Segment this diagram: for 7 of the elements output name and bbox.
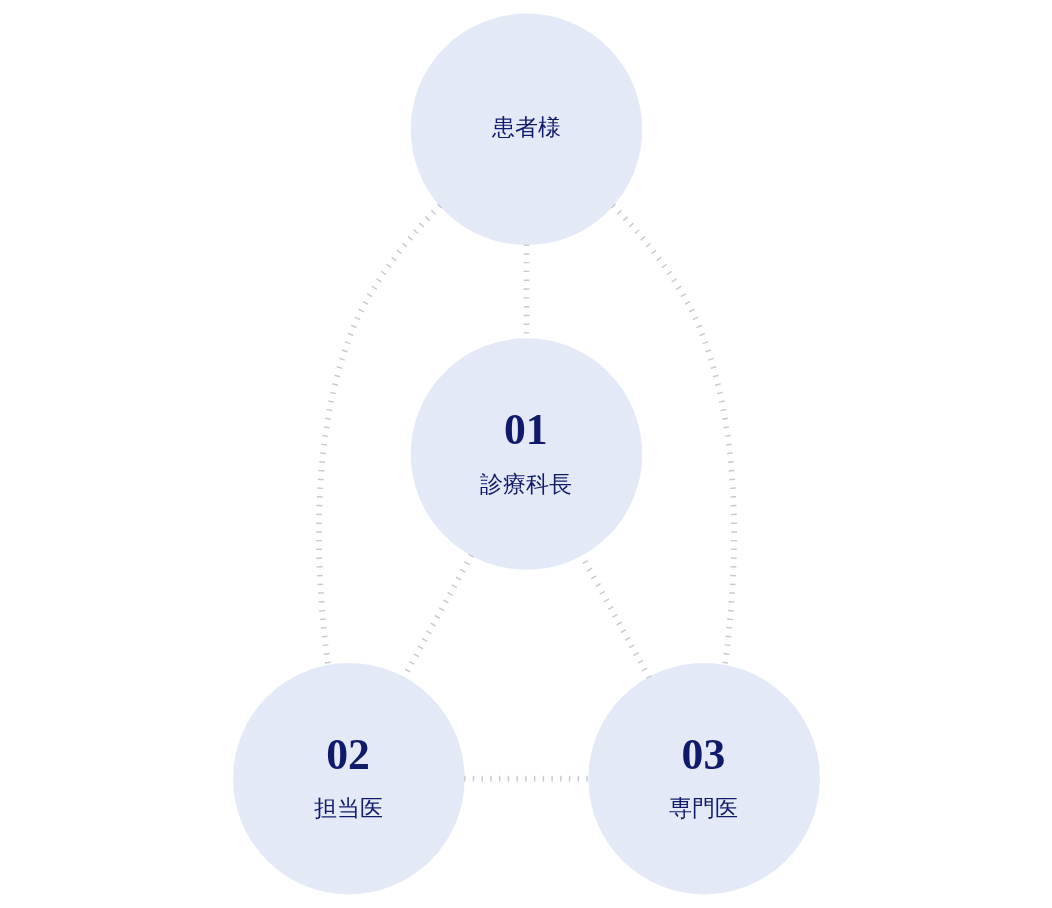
connector [315, 203, 442, 666]
node-circle: 01 診療科長 [410, 338, 642, 570]
node-circle: 03 専門医 [587, 662, 820, 895]
node-circle: 02 担当医 [232, 662, 465, 895]
connector [610, 203, 737, 666]
node-circle: 患者様 [410, 13, 642, 246]
connector [463, 775, 589, 782]
